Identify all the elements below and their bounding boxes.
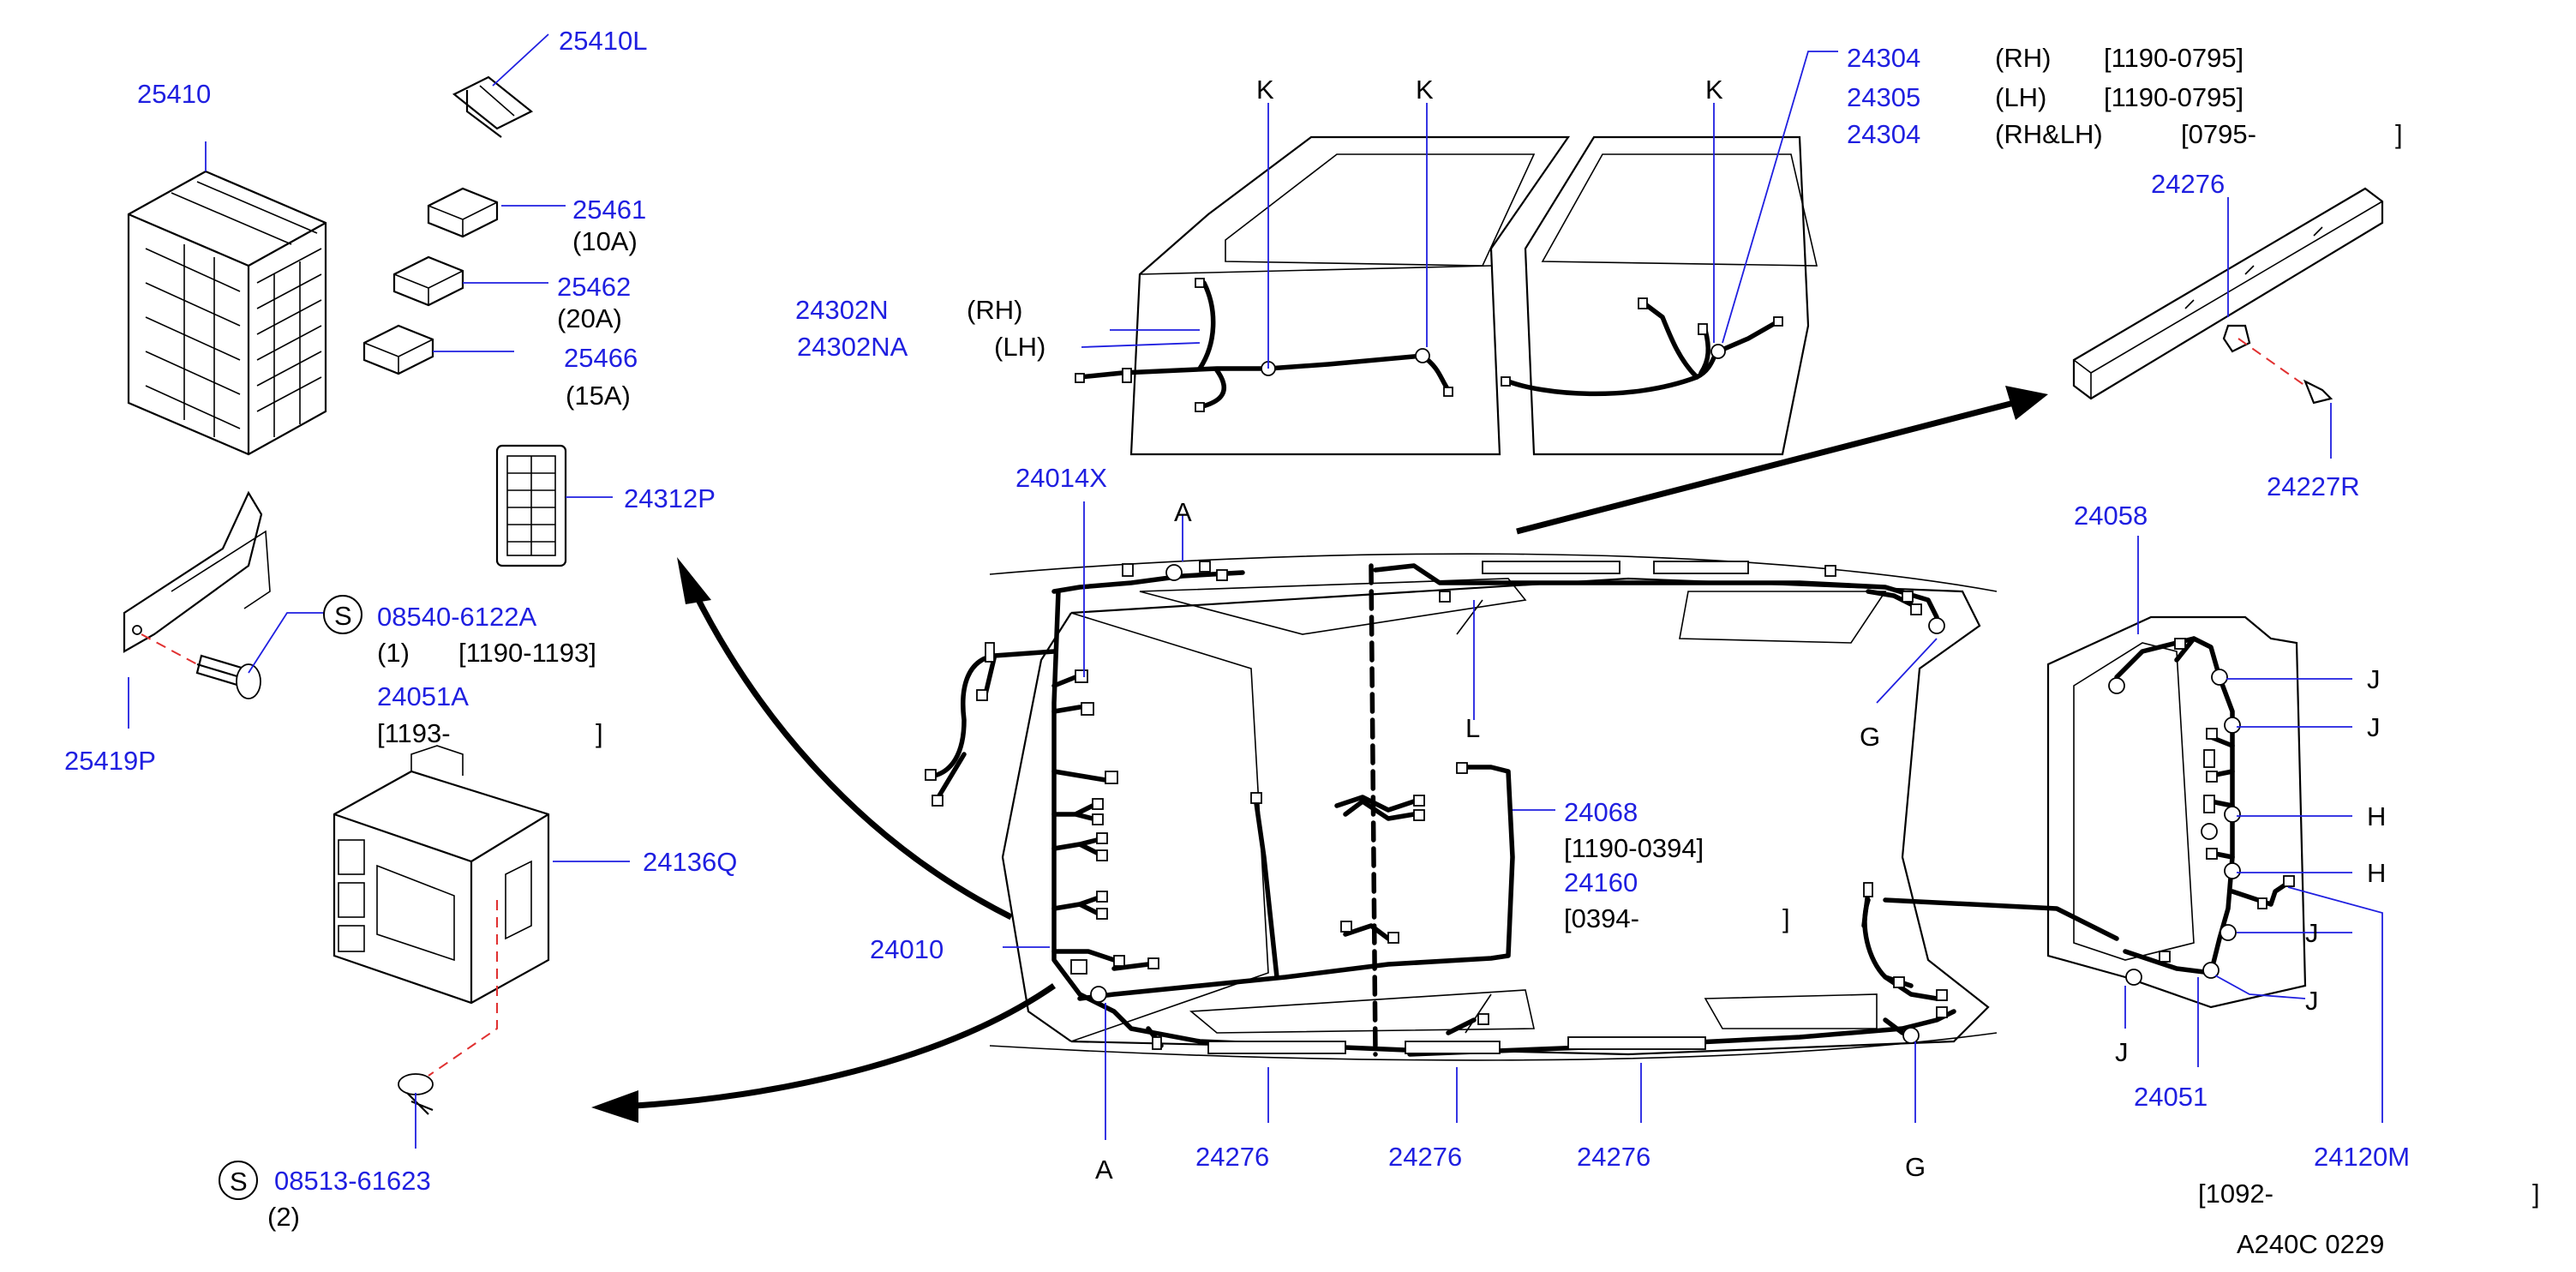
label-rh-24302N: (RH): [967, 295, 1022, 325]
label-24304-rh: 24304: [1847, 43, 1920, 73]
hatch-harness-24051: [2108, 636, 2295, 986]
label-G-top: G: [1860, 722, 1880, 752]
label-24276-b3: 24276: [1577, 1142, 1650, 1172]
label-range-1190-0795-a: [1190-0795]: [2104, 43, 2244, 73]
label-range-1092-close: ]: [2532, 1179, 2540, 1209]
label-24302N: 24302N: [795, 295, 889, 325]
label-range-1190-1193: [1190-1193]: [458, 638, 596, 668]
label-25419P: 25419P: [64, 746, 156, 776]
fuse-25461: [427, 187, 499, 238]
fuse-puller-24312P: [495, 444, 567, 567]
label-rhlh: (RH&LH): [1995, 119, 2103, 149]
label-range-0795-close: ]: [2395, 119, 2403, 149]
label-24276-b2: 24276: [1388, 1142, 1462, 1172]
label-qty-1: (1): [377, 638, 410, 668]
s-mark-08540: S: [323, 595, 362, 634]
callout-arrows: [591, 386, 2048, 1123]
label-24305: 24305: [1847, 82, 1920, 112]
label-range-0394: [0394-: [1564, 903, 1639, 933]
label-lh-24302NA: (LH): [994, 332, 1045, 362]
fuse-25466: [362, 324, 434, 375]
fuse-25462: [392, 255, 464, 307]
label-24051: 24051: [2134, 1082, 2208, 1112]
label-24227R: 24227R: [2267, 471, 2360, 501]
screw-08513-61623: [398, 900, 498, 1115]
label-H-1: H: [2367, 801, 2386, 831]
label-24276-b1: 24276: [1195, 1142, 1269, 1172]
label-L: L: [1465, 713, 1480, 743]
rear-hatch-panel: [2046, 615, 2307, 1009]
label-G-bottom: G: [1905, 1152, 1926, 1182]
label-K-2: K: [1416, 75, 1434, 105]
label-24312P: 24312P: [624, 483, 716, 513]
fuse-clip-25410L: [452, 75, 534, 138]
label-24304-rhlh: 24304: [1847, 119, 1920, 149]
label-K-3: K: [1705, 75, 1723, 105]
label-08513-61623: 08513-61623: [274, 1166, 431, 1196]
label-range-close: ]: [596, 718, 603, 748]
label-24160: 24160: [1564, 867, 1638, 897]
label-J-2: J: [2367, 712, 2381, 742]
door-harness-24304: [1501, 297, 1783, 397]
label-24010: 24010: [870, 934, 944, 964]
label-24051A: 24051A: [377, 681, 469, 711]
label-24136Q: 24136Q: [643, 847, 737, 877]
connectors-main: [925, 561, 1948, 1050]
label-15a: (15A): [566, 381, 631, 411]
front-door: [1129, 135, 1571, 456]
harness-protector-24276-top: [2072, 187, 2384, 405]
relay-bracket-24136Q: [332, 745, 550, 1005]
figure-code: A240C 0229: [2237, 1229, 2384, 1259]
label-J-1: J: [2367, 664, 2381, 694]
label-K-1: K: [1256, 75, 1274, 105]
label-24014X: 24014X: [1015, 463, 1107, 493]
label-J-4: J: [2305, 986, 2319, 1016]
label-25462: 25462: [557, 272, 631, 302]
label-rh-24304: (RH): [1995, 43, 2051, 73]
label-H-2: H: [2367, 858, 2386, 888]
fuse-block-25410: [127, 170, 327, 456]
label-24120M: 24120M: [2314, 1142, 2410, 1172]
label-10a: (10A): [572, 226, 638, 256]
label-range-1092: [1092-: [2198, 1179, 2273, 1209]
car-body-outline: [989, 553, 1998, 1061]
rear-door: [1524, 135, 1818, 456]
bolt-08540-6122A: [141, 633, 261, 699]
label-25410L: 25410L: [559, 26, 647, 56]
label-25461: 25461: [572, 195, 646, 225]
label-A-top: A: [1174, 497, 1192, 527]
label-24302NA: 24302NA: [797, 332, 908, 362]
label-range-1190-0394: [1190-0394]: [1564, 833, 1704, 863]
leader-lines: [128, 33, 2383, 1149]
svg-text:S: S: [334, 601, 352, 631]
label-20a: (20A): [557, 303, 622, 333]
label-J-3: J: [2305, 918, 2319, 948]
bracket-25419P: [123, 490, 271, 653]
label-08540-6122A: 08540-6122A: [377, 602, 536, 632]
label-25410: 25410: [137, 79, 211, 109]
label-range-1193: [1193-: [377, 718, 451, 748]
label-24276-top: 24276: [2151, 169, 2225, 199]
label-range-0394-close: ]: [1782, 903, 1790, 933]
svg-text:S: S: [230, 1167, 248, 1197]
door-harness-24302N: [1075, 278, 1453, 412]
labels: 25410L 25410 25461 (10A) 25462 (20A) 254…: [64, 26, 2540, 1259]
harness-protectors-24276-bottom: [1207, 561, 1749, 1054]
s-mark-08513: S: [219, 1161, 258, 1200]
label-A-bottom: A: [1095, 1155, 1113, 1185]
label-range-1190-0795-b: [1190-0795]: [2104, 82, 2244, 112]
label-qty-2: (2): [267, 1202, 300, 1232]
label-J-5: J: [2115, 1037, 2129, 1067]
label-24068: 24068: [1564, 797, 1638, 827]
label-range-0795: [0795-: [2181, 119, 2256, 149]
label-lh-24305: (LH): [1995, 82, 2046, 112]
label-24058: 24058: [2074, 501, 2148, 531]
main-harness-24010: [932, 563, 2119, 1057]
label-25466: 25466: [564, 343, 638, 373]
